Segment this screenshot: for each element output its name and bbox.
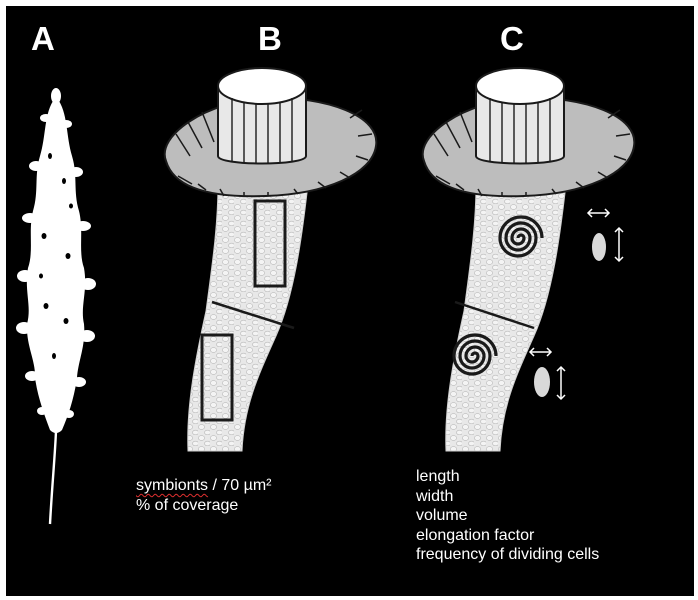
cell-measure-icon-upper: [588, 209, 623, 261]
panel-label-a: A: [31, 22, 55, 55]
caption-c-line-2: width: [416, 487, 599, 507]
caption-b-line-2: % of coverage: [136, 496, 271, 516]
cell-ellipse-icon: [534, 367, 550, 397]
figure-canvas: A B C symbionts / 70 µm² % of coverage l…: [6, 6, 694, 596]
panel-label-c: C: [500, 22, 524, 55]
polyp-diagram-c: [423, 68, 635, 451]
caption-b: symbionts / 70 µm² % of coverage: [136, 476, 271, 515]
plant-silhouette: [16, 88, 96, 524]
caption-c-line-4: elongation factor: [416, 526, 599, 546]
polyp-diagram-b: [165, 68, 377, 451]
caption-b-line-1: symbionts / 70 µm²: [136, 476, 271, 496]
caption-b-rest: / 70 µm²: [208, 477, 271, 494]
caption-b-word: symbionts: [136, 477, 208, 494]
cell-ellipse-icon: [592, 233, 606, 261]
caption-c-line-1: length: [416, 467, 599, 487]
cell-measure-icon-lower: [530, 348, 565, 399]
caption-c-line-3: volume: [416, 506, 599, 526]
caption-c-line-5: frequency of dividing cells: [416, 545, 599, 565]
caption-c: length width volume elongation factor fr…: [416, 467, 599, 565]
panel-label-b: B: [258, 22, 282, 55]
